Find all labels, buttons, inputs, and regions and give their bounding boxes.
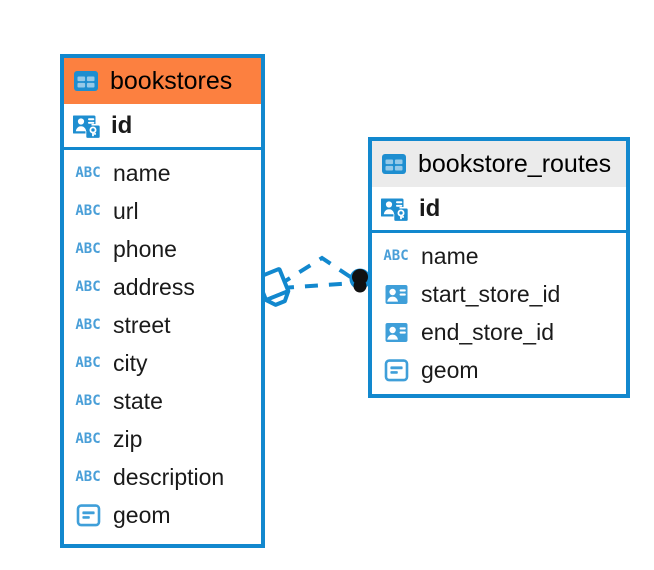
- abc-icon: ABC: [75, 165, 101, 181]
- primary-key-icon: [73, 113, 101, 139]
- field-row-name[interactable]: ABC name: [372, 237, 626, 275]
- field-label: zip: [113, 425, 143, 452]
- table-icon: [381, 152, 407, 176]
- field-label: city: [113, 349, 148, 376]
- abc-icon: ABC: [75, 469, 101, 485]
- field-label: end_store_id: [421, 318, 554, 345]
- field-label: url: [113, 197, 139, 224]
- entity-bookstore-routes[interactable]: bookstore_routes id ABC: [368, 137, 630, 398]
- foreign-key-icon: [381, 283, 411, 306]
- relationship-line-lower: [280, 281, 355, 290]
- primary-key-row-bookstores[interactable]: id: [64, 104, 261, 150]
- geometry-icon: [381, 358, 411, 382]
- field-row-street[interactable]: ABC street: [64, 306, 261, 344]
- abc-icon: ABC: [75, 393, 101, 409]
- abc-icon: ABC: [75, 355, 101, 371]
- entity-bookstores[interactable]: bookstores id ABC: [60, 54, 265, 548]
- field-label: name: [113, 159, 171, 186]
- field-label: phone: [113, 235, 177, 262]
- relationship-line-upper: [277, 255, 357, 287]
- field-row-zip[interactable]: ABC zip: [64, 420, 261, 458]
- field-row-city[interactable]: ABC city: [64, 344, 261, 382]
- entity-header-bookstores[interactable]: bookstores: [64, 58, 261, 104]
- abc-icon: ABC: [75, 241, 101, 257]
- field-label: state: [113, 387, 163, 414]
- field-label: street: [113, 311, 171, 338]
- field-row-name[interactable]: ABC name: [64, 154, 261, 192]
- field-label: geom: [421, 356, 479, 383]
- abc-icon: ABC: [75, 317, 101, 333]
- field-row-state[interactable]: ABC state: [64, 382, 261, 420]
- field-list-bookstore-routes: ABC name start_store_id: [372, 233, 626, 394]
- primary-key-label: id: [419, 194, 441, 222]
- primary-key-icon: [381, 196, 409, 222]
- field-row-phone[interactable]: ABC phone: [64, 230, 261, 268]
- field-row-geom[interactable]: geom: [372, 351, 626, 389]
- entity-title: bookstore_routes: [418, 149, 612, 178]
- field-label: start_store_id: [421, 280, 561, 307]
- primary-key-label: id: [111, 111, 133, 139]
- abc-icon: ABC: [75, 431, 101, 447]
- primary-key-row-bookstore-routes[interactable]: id: [372, 187, 626, 233]
- field-label: geom: [113, 501, 171, 528]
- field-row-description[interactable]: ABC description: [64, 458, 261, 496]
- field-label: description: [113, 463, 225, 490]
- entity-header-bookstore-routes[interactable]: bookstore_routes: [372, 141, 626, 187]
- field-row-geom[interactable]: geom: [64, 496, 261, 534]
- entity-title: bookstores: [110, 66, 233, 95]
- field-row-start-store-id[interactable]: start_store_id: [372, 275, 626, 313]
- abc-icon: ABC: [383, 248, 409, 264]
- field-label: address: [113, 273, 195, 300]
- table-icon: [73, 69, 99, 93]
- field-label: name: [421, 242, 479, 269]
- field-row-end-store-id[interactable]: end_store_id: [372, 313, 626, 351]
- foreign-key-icon: [381, 321, 411, 344]
- abc-icon: ABC: [75, 203, 101, 219]
- abc-icon: ABC: [75, 279, 101, 295]
- field-row-url[interactable]: ABC url: [64, 192, 261, 230]
- geometry-icon: [73, 503, 103, 527]
- field-list-bookstores: ABC name ABC url ABC phone ABC address A…: [64, 150, 261, 539]
- field-row-address[interactable]: ABC address: [64, 268, 261, 306]
